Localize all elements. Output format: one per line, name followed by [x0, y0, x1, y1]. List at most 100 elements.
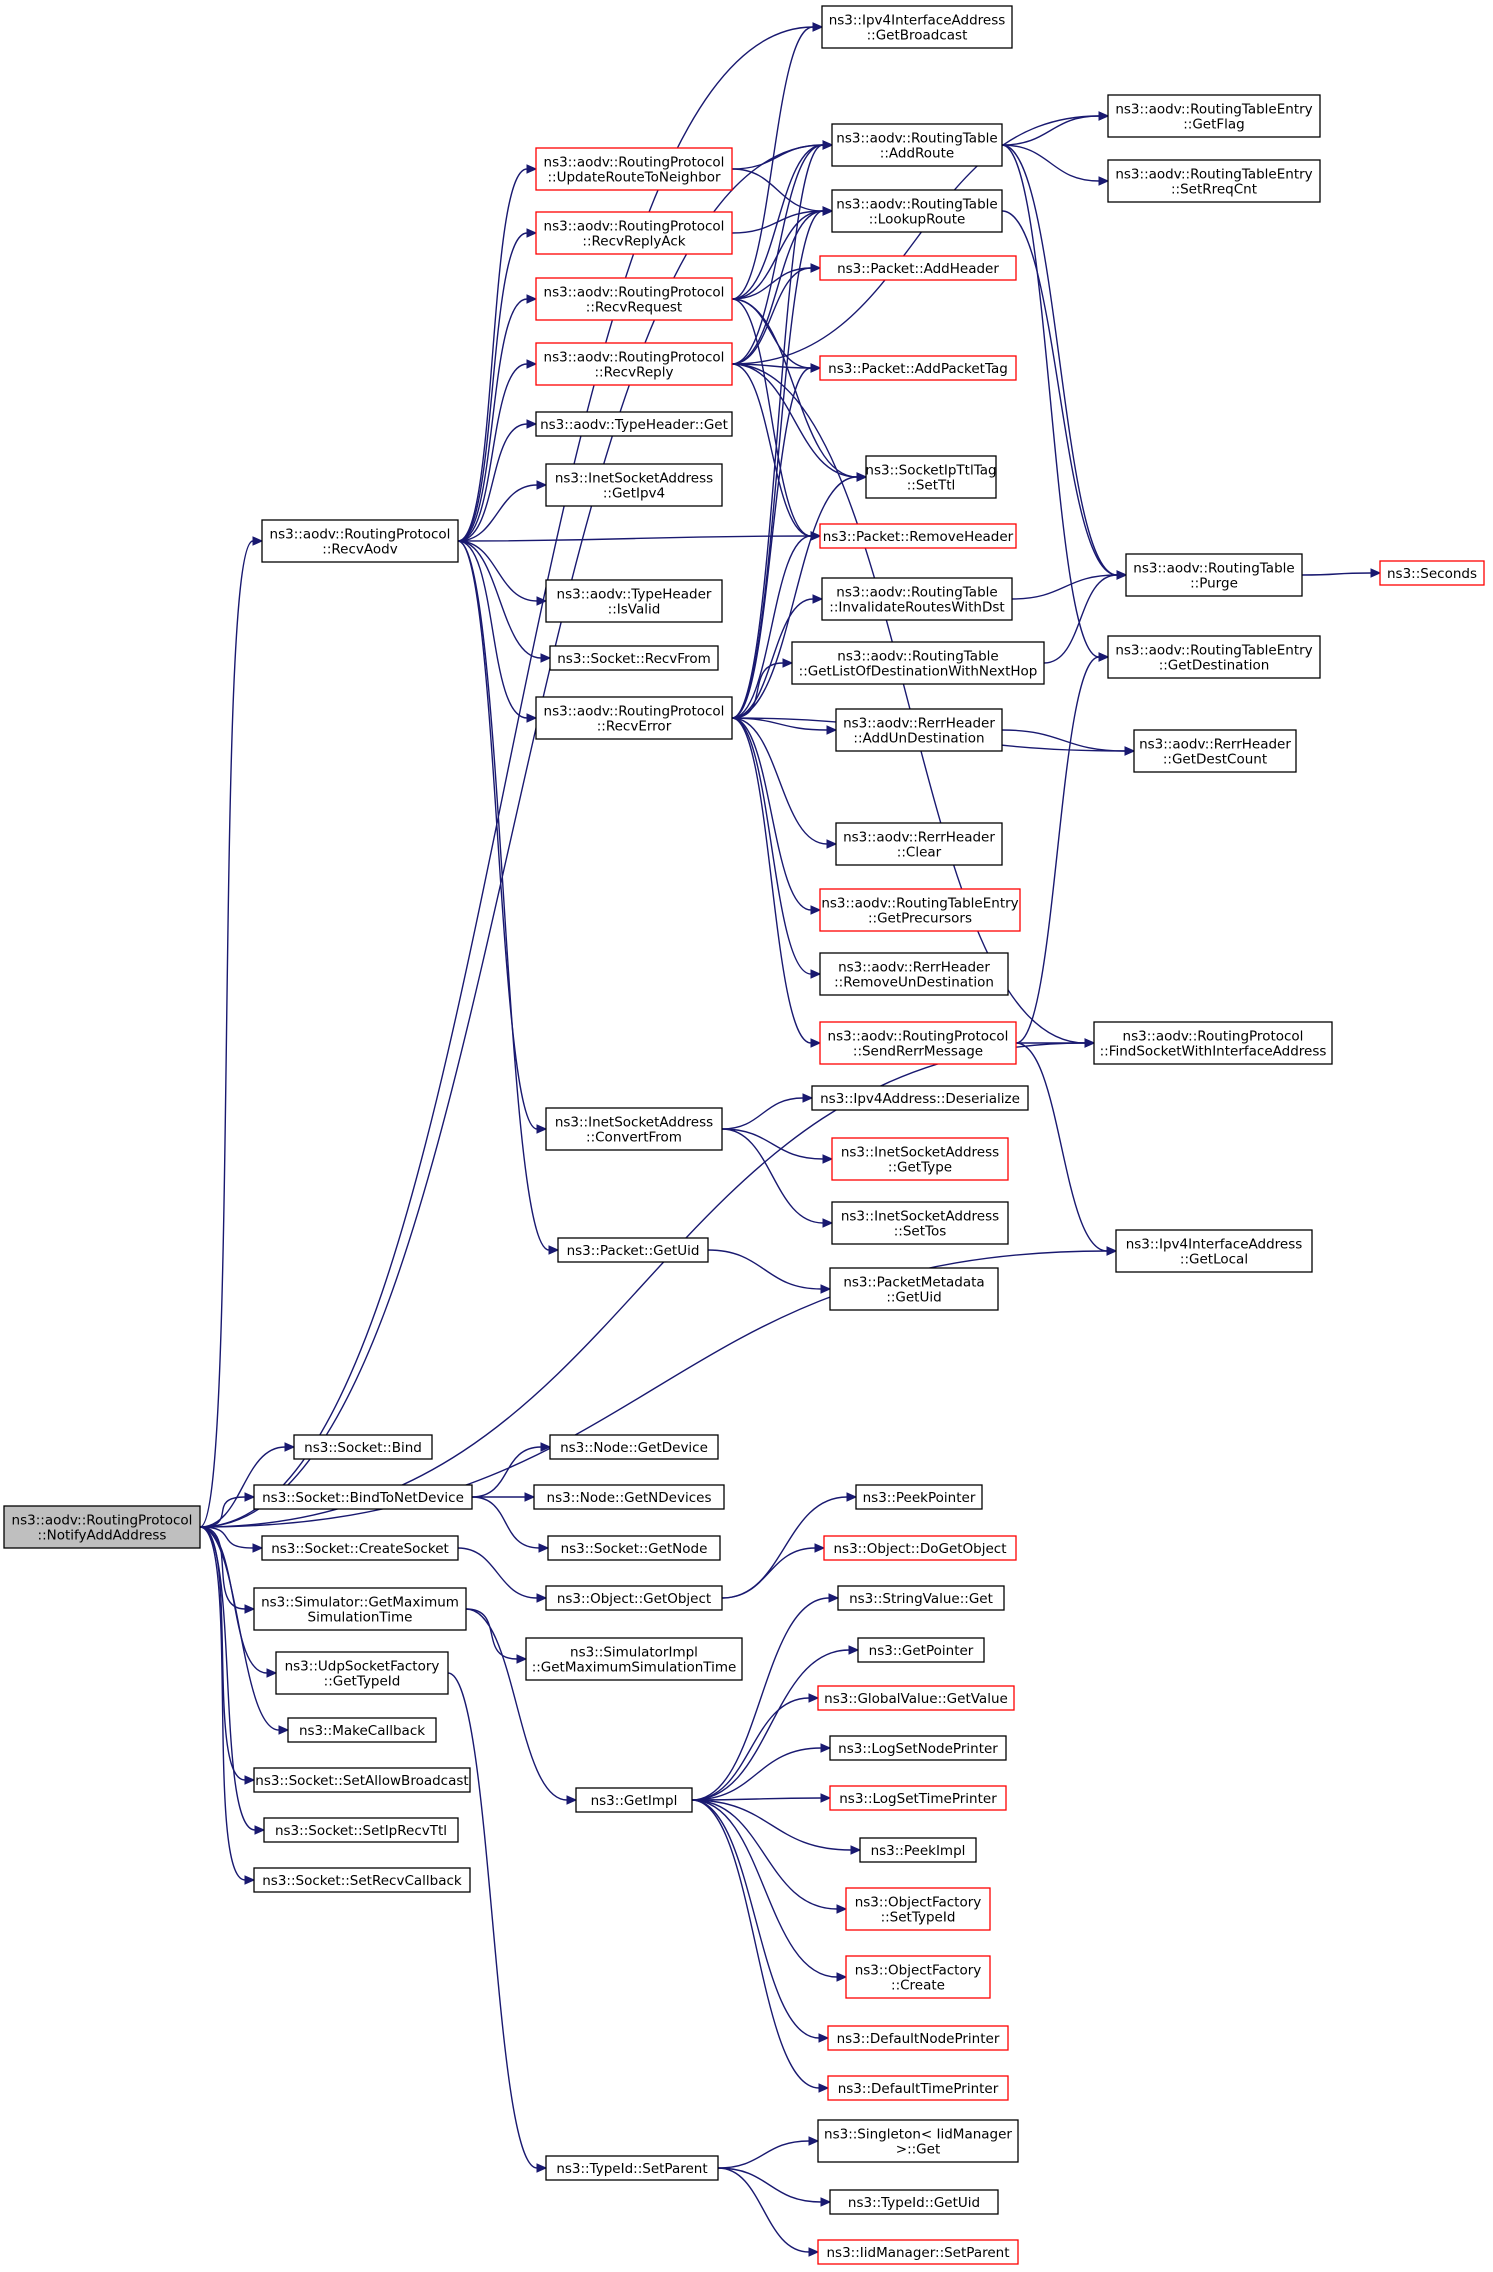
edge-invalidateroutes-to-purge [1011, 574, 1118, 600]
node-peekimpl[interactable]: ns3::PeekImpl [859, 1837, 977, 1863]
node-gettype[interactable]: ns3::InetSocketAddress::GetType [831, 1137, 1009, 1181]
edge-recverror-to-sendrerr [731, 717, 812, 1044]
node-bindtonetdevice[interactable]: ns3::Socket::BindToNetDevice [253, 1484, 473, 1510]
node-getflag[interactable]: ns3::aodv::RoutingTableEntry::GetFlag [1107, 94, 1321, 138]
node-iidsetparent[interactable]: ns3::IidManager::SetParent [817, 2239, 1019, 2265]
node-getdestcount[interactable]: ns3::aodv::RerrHeader::GetDestCount [1133, 729, 1297, 773]
edge-getimpl-to-defaulttimeprinter [691, 1799, 820, 2089]
node-label: ns3::Socket::GetNode [561, 1541, 708, 1557]
node-deserialize[interactable]: ns3::Ipv4Address::Deserialize [811, 1085, 1029, 1111]
node-recvreplyack[interactable]: ns3::aodv::RoutingProtocol::RecvReplyAck [535, 211, 733, 255]
node-label: ns3::Socket::SetIpRecvTtl [275, 1823, 447, 1839]
node-typeidsetparent[interactable]: ns3::TypeId::SetParent [545, 2155, 719, 2181]
node-setallowbroadcast[interactable]: ns3::Socket::SetAllowBroadcast [253, 1767, 471, 1793]
node-box [535, 696, 733, 740]
node-box [549, 645, 719, 671]
arrowhead [526, 713, 538, 723]
node-getprecursors[interactable]: ns3::aodv::RoutingTableEntry::GetPrecurs… [819, 888, 1021, 932]
node-label: ::InvalidateRoutesWithDst [829, 600, 1004, 616]
node-getimpl[interactable]: ns3::GetImpl [575, 1787, 693, 1813]
node-sendrerr[interactable]: ns3::aodv::RoutingProtocol::SendRerrMess… [819, 1021, 1017, 1065]
node-ofsettypeid[interactable]: ns3::ObjectFactory::SetTypeId [845, 1887, 991, 1931]
node-getmaxsimtime[interactable]: ns3::Simulator::GetMaximumSimulationTime [253, 1587, 467, 1631]
node-updateroute[interactable]: ns3::aodv::RoutingProtocol::UpdateRouteT… [535, 147, 733, 191]
node-label: ::LookupRoute [869, 212, 966, 228]
node-socketbind[interactable]: ns3::Socket::Bind [293, 1434, 433, 1460]
node-label: ns3::UdpSocketFactory [285, 1659, 440, 1675]
node-recverror[interactable]: ns3::aodv::RoutingProtocol::RecvError [535, 696, 733, 740]
node-implgetmaxsimtime[interactable]: ns3::SimulatorImpl::GetMaximumSimulation… [525, 1637, 743, 1681]
node-logsettimeprinter[interactable]: ns3::LogSetTimePrinter [829, 1785, 1007, 1811]
node-isvalid[interactable]: ns3::aodv::TypeHeader::IsValid [545, 579, 723, 623]
node-removeundest[interactable]: ns3::aodv::RerrHeader::RemoveUnDestinati… [819, 952, 1009, 996]
edge-updateroute-to-lookuproute [731, 168, 824, 212]
node-box [829, 1267, 999, 1311]
node-metagetuid[interactable]: ns3::PacketMetadata::GetUid [829, 1267, 999, 1311]
edge-getimpl-to-logsetnodeprinter [691, 1747, 822, 1801]
edge-recvaodv-to-packetgetuid [457, 540, 550, 1251]
node-defaulttimeprinter[interactable]: ns3::DefaultTimePrinter [827, 2075, 1009, 2101]
node-addheader[interactable]: ns3::Packet::AddHeader [819, 255, 1017, 281]
edge-recvaodv-to-recverror [457, 540, 528, 719]
node-convertfrom[interactable]: ns3::InetSocketAddress::ConvertFrom [545, 1107, 723, 1151]
node-peekpointer[interactable]: ns3::PeekPointer [855, 1484, 983, 1510]
node-globalgetvalue[interactable]: ns3::GlobalValue::GetValue [817, 1685, 1015, 1711]
node-makecallback[interactable]: ns3::MakeCallback [287, 1717, 437, 1743]
node-setttl[interactable]: ns3::SocketIpTtlTag::SetTtl [865, 455, 997, 499]
node-typeheaderget[interactable]: ns3::aodv::TypeHeader::Get [535, 411, 733, 437]
node-defaultnodeprinter[interactable]: ns3::DefaultNodePrinter [827, 2025, 1009, 2051]
node-getipv4[interactable]: ns3::InetSocketAddress::GetIpv4 [545, 463, 723, 507]
node-getlocal[interactable]: ns3::Ipv4InterfaceAddress::GetLocal [1115, 1229, 1313, 1273]
arrowhead [810, 263, 822, 273]
node-box [1107, 159, 1321, 203]
node-setiprecvttl[interactable]: ns3::Socket::SetIpRecvTtl [263, 1817, 459, 1843]
node-label: ns3::Packet::RemoveHeader [823, 529, 1014, 545]
node-getobject[interactable]: ns3::Object::GetObject [545, 1585, 723, 1611]
node-logsetnodeprinter[interactable]: ns3::LogSetNodePrinter [829, 1735, 1007, 1761]
node-getlistofdest[interactable]: ns3::aodv::RoutingTable::GetListOfDestin… [791, 641, 1045, 685]
node-recvaodv[interactable]: ns3::aodv::RoutingProtocol::RecvAodv [261, 519, 459, 563]
node-findsocket[interactable]: ns3::aodv::RoutingProtocol::FindSocketWi… [1093, 1021, 1333, 1065]
node-setrreqcnt[interactable]: ns3::aodv::RoutingTableEntry::SetRreqCnt [1107, 159, 1321, 203]
node-socketgetnode[interactable]: ns3::Socket::GetNode [547, 1535, 721, 1561]
node-lookuproute[interactable]: ns3::aodv::RoutingTable::LookupRoute [831, 189, 1003, 233]
arrowhead [536, 1593, 548, 1603]
node-stringvalueget[interactable]: ns3::StringValue::Get [837, 1585, 1005, 1611]
node-addroute[interactable]: ns3::aodv::RoutingTable::AddRoute [831, 123, 1003, 167]
node-addpackettag[interactable]: ns3::Packet::AddPacketTag [819, 355, 1017, 381]
node-recvreply[interactable]: ns3::aodv::RoutingProtocol::RecvReply [535, 342, 733, 386]
node-removeheader[interactable]: ns3::Packet::RemoveHeader [819, 523, 1017, 549]
node-label: ns3::InetSocketAddress [841, 1209, 999, 1225]
node-seconds[interactable]: ns3::Seconds [1379, 560, 1485, 586]
node-getbroadcast[interactable]: ns3::Ipv4InterfaceAddress::GetBroadcast [821, 5, 1013, 49]
arrowhead [818, 2083, 830, 2093]
edge-typeidsetparent-to-singletonget [717, 2140, 810, 2169]
node-singletonget[interactable]: ns3::Singleton< IidManager>::Get [817, 2119, 1019, 2163]
node-ofcreate[interactable]: ns3::ObjectFactory::Create [845, 1955, 991, 1999]
node-box [855, 1484, 983, 1510]
node-purge[interactable]: ns3::aodv::RoutingTable::Purge [1125, 553, 1303, 597]
node-getpointer[interactable]: ns3::GetPointer [857, 1637, 985, 1663]
node-packetgetuid[interactable]: ns3::Packet::GetUid [557, 1237, 709, 1263]
node-setrecvcallback[interactable]: ns3::Socket::SetRecvCallback [253, 1867, 471, 1893]
node-recvrequest[interactable]: ns3::aodv::RoutingProtocol::RecvRequest [535, 277, 733, 321]
node-settos[interactable]: ns3::InetSocketAddress::SetTos [831, 1201, 1009, 1245]
node-invalidateroutes[interactable]: ns3::aodv::RoutingTable::InvalidateRoute… [821, 577, 1013, 621]
node-label: ::ConvertFrom [586, 1130, 682, 1146]
node-dogetobject[interactable]: ns3::Object::DoGetObject [823, 1535, 1017, 1561]
node-typeidgetuid[interactable]: ns3::TypeId::GetUid [829, 2189, 999, 2215]
node-createsocket[interactable]: ns3::Socket::CreateSocket [261, 1535, 459, 1561]
node-getdestination[interactable]: ns3::aodv::RoutingTableEntry::GetDestina… [1107, 635, 1321, 679]
node-nodegetdevice[interactable]: ns3::Node::GetDevice [549, 1434, 719, 1460]
node-root[interactable]: ns3::aodv::RoutingProtocol::NotifyAddAdd… [3, 1505, 201, 1549]
node-box [293, 1434, 433, 1460]
node-nodegetndevices[interactable]: ns3::Node::GetNDevices [533, 1484, 725, 1510]
node-label: ns3::InetSocketAddress [841, 1145, 999, 1161]
node-addundest[interactable]: ns3::aodv::RerrHeader::AddUnDestination [835, 708, 1003, 752]
node-rerrclear[interactable]: ns3::aodv::RerrHeader::Clear [835, 822, 1003, 866]
edge-recvaodv-to-getipv4 [457, 484, 538, 542]
edge-getimpl-to-ofsettypeid [691, 1799, 838, 1910]
node-udpgettypeid[interactable]: ns3::UdpSocketFactory::GetTypeId [275, 1651, 449, 1695]
edge-purge-to-seconds [1301, 572, 1372, 576]
node-recvfrom[interactable]: ns3::Socket::RecvFrom [549, 645, 719, 671]
